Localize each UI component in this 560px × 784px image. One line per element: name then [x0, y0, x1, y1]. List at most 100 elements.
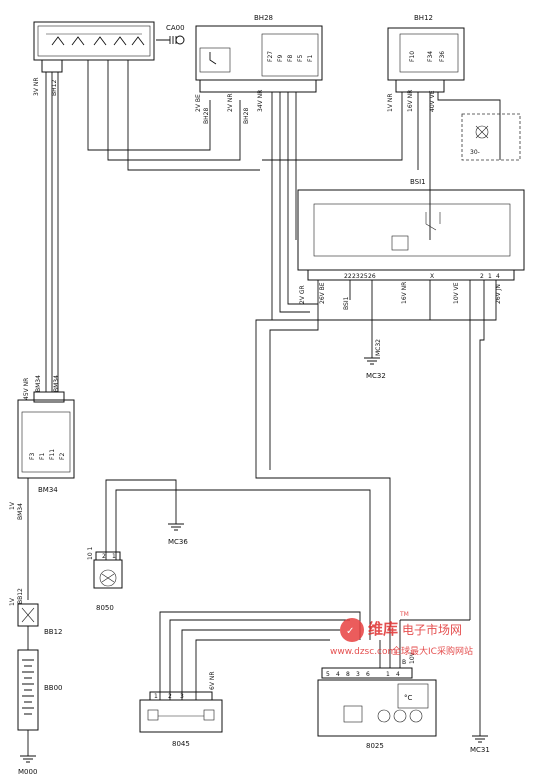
- watermark-brand: 维库: [368, 620, 398, 638]
- m8025-temp: °C: [404, 694, 413, 702]
- module-8045: 8045 1 2 3 6V NR: [139, 672, 223, 748]
- bh12-label: BH12: [414, 14, 433, 22]
- ca00-left-label: 3V NR: [33, 78, 40, 97]
- module-8025-label: 8025: [366, 742, 384, 750]
- bh28-wire-a: BH28: [203, 108, 210, 124]
- watermark: ✓ 维库 电子市场网 TM www.dzsc.com 全球最大IC采购网站: [330, 611, 473, 657]
- bb12-left-label: 1V: [9, 597, 16, 606]
- relay-30-box: 30-: [461, 113, 521, 161]
- bb12-wire-code: BB12: [17, 588, 24, 604]
- bh28-fuse-1: F27: [267, 51, 274, 62]
- bsi1-2v-label: 2V GR: [299, 285, 306, 304]
- m8025-left-label: 10V: [409, 651, 416, 664]
- m8045-right-label: 6V NR: [209, 672, 216, 691]
- bsi1-pin-x: X: [430, 273, 434, 280]
- watermark-slogan: 全球最大IC采购网站: [392, 645, 473, 657]
- bsi1-16v-label: 16V NR: [401, 282, 408, 304]
- bh12-fuse-3: F36: [439, 51, 446, 62]
- bsi1-26v-label: 26V BE: [319, 282, 326, 304]
- watermark-brand-tail: 电子市场网: [402, 622, 462, 637]
- mc31-label: MC31: [470, 746, 490, 754]
- fan-8050: 8050 10 1 2 1: [87, 546, 123, 612]
- bm34-wire-code: BM34: [17, 503, 24, 520]
- m000-ground: M000: [18, 755, 37, 776]
- mc32-wire: MC32: [375, 339, 382, 356]
- bh28-label: BH28: [254, 14, 273, 22]
- bh28-mid-label: 2V NR: [227, 94, 234, 113]
- fan-8050-pin-2: 2: [102, 553, 106, 560]
- bsi1-pin-2: 2: [480, 273, 484, 280]
- bm34-wire-b: BM34: [53, 375, 60, 392]
- m8025-pin-4: 4: [336, 671, 340, 678]
- bm34-fuse-3: F11: [49, 449, 56, 460]
- bh12-fuse-box: BH12: [387, 14, 465, 81]
- bm34-wire-a: BM34: [35, 375, 42, 392]
- bsi1-26vj-label: 26V JN: [495, 284, 502, 304]
- m8025-pin-3: 3: [356, 671, 360, 678]
- mc31-ground: MC31: [470, 700, 490, 754]
- mc36-label: MC36: [168, 538, 188, 546]
- bm34-fuse-1: F3: [29, 453, 36, 460]
- bsi1-pin-22: 22: [344, 273, 352, 280]
- module-8045-label: 8045: [172, 740, 190, 748]
- ca00-pin-label: BH12: [51, 80, 58, 96]
- bm34-left-label: 1V: [9, 501, 16, 510]
- bh28-wire-b: BH28: [243, 108, 250, 124]
- bsi1-pin-row: 22 23 25 26 X 2 1 4: [344, 273, 500, 280]
- m8025-pin-8: 8: [346, 671, 350, 678]
- bsi1-pin-1: 1: [488, 273, 492, 280]
- bb00-battery: BB00: [17, 649, 63, 731]
- bm34-top-label: 45V NR: [23, 378, 30, 400]
- bm34-fuses: F3 F1 F11 F2: [29, 449, 66, 460]
- bh12-right-label: 40V VE: [429, 90, 436, 112]
- m8025-pin-5: 5: [326, 671, 330, 678]
- bh12-left-label: 1V NR: [387, 94, 394, 113]
- bh12-mid-label: 16V NR: [407, 90, 414, 112]
- bsi1-wire-code: BSI1: [343, 296, 350, 310]
- watermark-url: www.dzsc.com: [330, 647, 396, 657]
- m8025-pin-r1: 1: [386, 671, 390, 678]
- bsi1-pin-23: 23: [352, 273, 360, 280]
- bh28-fuse-2: F9: [277, 55, 284, 62]
- bh12-fuse-2: F34: [427, 51, 434, 62]
- bsi1-pin-4: 4: [496, 273, 500, 280]
- bsi1-module: BSI1: [297, 178, 525, 271]
- bb00-label: BB00: [44, 684, 63, 692]
- relay-30-label: 30-: [470, 149, 480, 156]
- mc32-label: MC32: [366, 372, 386, 380]
- bsi1-pin-26: 26: [368, 273, 376, 280]
- bm34-fuse-2: F1: [39, 453, 46, 460]
- m000-label: M000: [18, 768, 37, 776]
- svg-text:✓: ✓: [346, 626, 354, 637]
- watermark-tm: TM: [399, 611, 409, 618]
- m8045-pin-2: 2: [168, 693, 172, 700]
- m8045-pin-3: 3: [180, 693, 184, 700]
- bh28-fuse-3: F8: [287, 55, 294, 62]
- bsi1-pin-25: 25: [360, 273, 368, 280]
- mc36-ground: MC36: [168, 523, 188, 546]
- bh28-right-label: 34V NR: [257, 90, 264, 112]
- ca00-label: CA00: [166, 24, 185, 32]
- bh28-fuse-4: F5: [297, 55, 304, 62]
- fan-8050-pin-1: 1: [112, 553, 116, 560]
- bsi1-10v-label: 10V VE: [453, 282, 460, 304]
- bm34-fuse-box: BM34 45V NR: [17, 378, 75, 494]
- bh28-fuse-5: F1: [307, 55, 314, 62]
- bb12-label: BB12: [44, 628, 63, 636]
- bh28-fuse-box: BH28: [195, 14, 323, 81]
- m8045-pin-1: 1: [154, 693, 158, 700]
- bh28-fuses: F27 F9 F8 F5 F1: [267, 51, 314, 62]
- fan-8050-left-label: 10 1: [87, 546, 94, 560]
- mc32-ground: MC32 MC32: [364, 339, 386, 380]
- m8025-pin-r4: 4: [396, 671, 400, 678]
- bsi1-label: BSI1: [410, 178, 426, 186]
- bb12-fuse: BB12 1V BB12: [9, 588, 63, 636]
- bm34-label: BM34: [38, 486, 58, 494]
- bh12-fuse-1: F10: [409, 51, 416, 62]
- bm34-fuse-4: F2: [59, 453, 66, 460]
- m8025-pin-6: 6: [366, 671, 370, 678]
- bh28-left-label: 2V BE: [195, 94, 202, 112]
- fan-8050-label: 8050: [96, 604, 114, 612]
- m8025-pin-b: B: [402, 659, 406, 666]
